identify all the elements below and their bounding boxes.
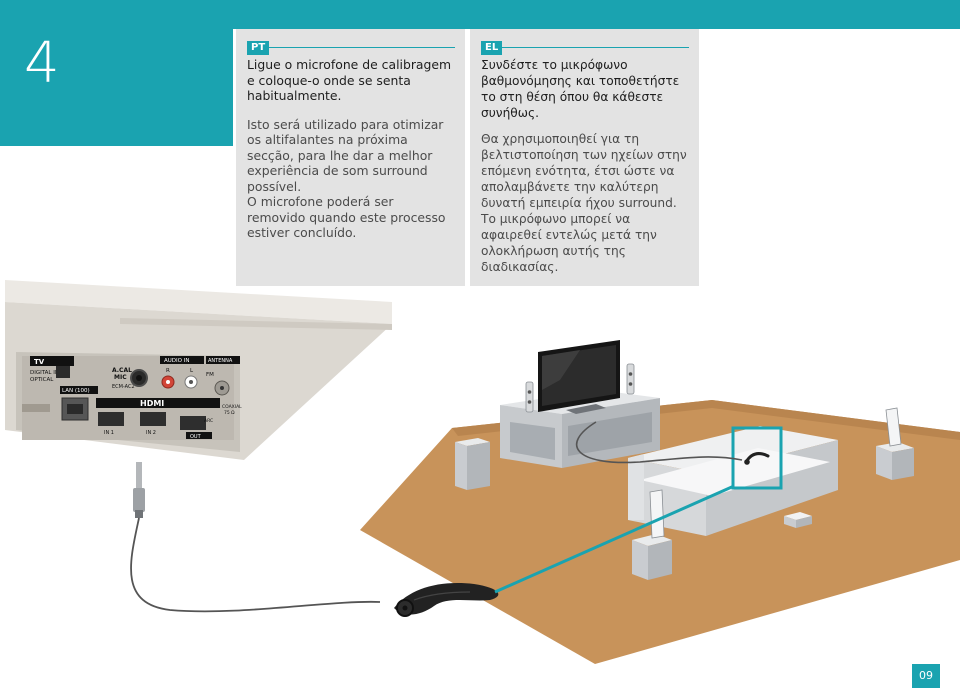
acal-mic-label-2: MIC (114, 374, 127, 381)
audio-l-label: L (190, 368, 194, 374)
hdmi-out-label: OUT (190, 434, 202, 440)
subwoofer-icon (455, 438, 490, 490)
audio-r-label: R (166, 368, 170, 374)
note-text-pt-1: Isto será utilizado para otimizar os alt… (247, 116, 444, 194)
mic-plug-icon (133, 462, 145, 518)
hdmi-in1-label: IN 1 (104, 430, 114, 436)
hdmi-in1-port-icon (98, 412, 124, 426)
antenna-label: ANTENNA (208, 358, 233, 364)
language-tag-el: EL (481, 41, 503, 55)
note-text-el-1: Θα χρησιμοποιηθεί για τη βελτιστοποίηση … (481, 132, 687, 210)
language-rule (247, 47, 455, 48)
calibration-mic-icon (394, 583, 499, 617)
fm-label: FM (206, 372, 214, 378)
port-cover-icon (22, 404, 50, 412)
hdmi-in2-label: IN 2 (146, 430, 156, 436)
mic-cable (130, 517, 381, 613)
ohm-label: 75 Ω (224, 410, 235, 416)
digital-in-label: DIGITAL IN (30, 370, 59, 376)
lan-label: LAN (100) (62, 388, 90, 394)
tv-icon (538, 340, 620, 414)
audio-in-label: AUDIO IN (164, 358, 189, 364)
note-text-el-2: Το μικρόφωνο μπορεί να αφαιρεθεί εντελώς… (481, 212, 657, 274)
speaker-rear-right-icon (876, 407, 914, 480)
ecm-label: ECM-AC2 (112, 384, 135, 390)
instruction-text-el: Συνδέστε το μικρόφωνο βαθμονόμησης και τ… (481, 58, 680, 120)
hdmi-arc-label: ARC (204, 418, 213, 424)
optical-label: OPTICAL (30, 377, 54, 383)
port-panel: TV DIGITAL IN OPTICAL LAN (100) A.CAL MI… (22, 356, 242, 440)
language-rule (481, 47, 689, 48)
step-number: 4 (24, 31, 60, 96)
connection-illustration: TV DIGITAL IN OPTICAL LAN (100) A.CAL MI… (5, 280, 960, 664)
speaker-rear-left-icon (632, 489, 672, 580)
speaker-front-left-icon (525, 381, 534, 413)
instruction-text-pt: Ligue o microfone de calibragem e coloqu… (247, 57, 452, 103)
wireless-module-icon (784, 512, 812, 528)
note-text-pt-2: O microfone poderá ser removido quando e… (247, 194, 446, 240)
coaxial-label: COAXIAL (222, 404, 242, 410)
acal-mic-label: A.CAL (112, 367, 132, 374)
optical-port-icon (56, 366, 70, 378)
language-header-pt: PT (247, 35, 455, 55)
room-cable (575, 421, 743, 464)
language-header-el: EL (481, 35, 689, 55)
tv-label: TV (34, 358, 45, 366)
panel-greek: EL Συνδέστε το μικρόφωνο βαθμονόμησης κα… (470, 29, 699, 286)
panel-portuguese: PT Ligue o microfone de calibragem e col… (236, 29, 465, 286)
hdmi-label: HDMI (140, 399, 164, 408)
speaker-front-right-icon (626, 363, 635, 395)
page-number: 09 (912, 664, 940, 688)
hdmi-in2-port-icon (140, 412, 166, 426)
step-box: 4 (0, 0, 233, 146)
mic-position-line (494, 484, 735, 594)
language-tag-pt: PT (247, 41, 270, 55)
hdmi-out-port-icon (180, 416, 206, 430)
